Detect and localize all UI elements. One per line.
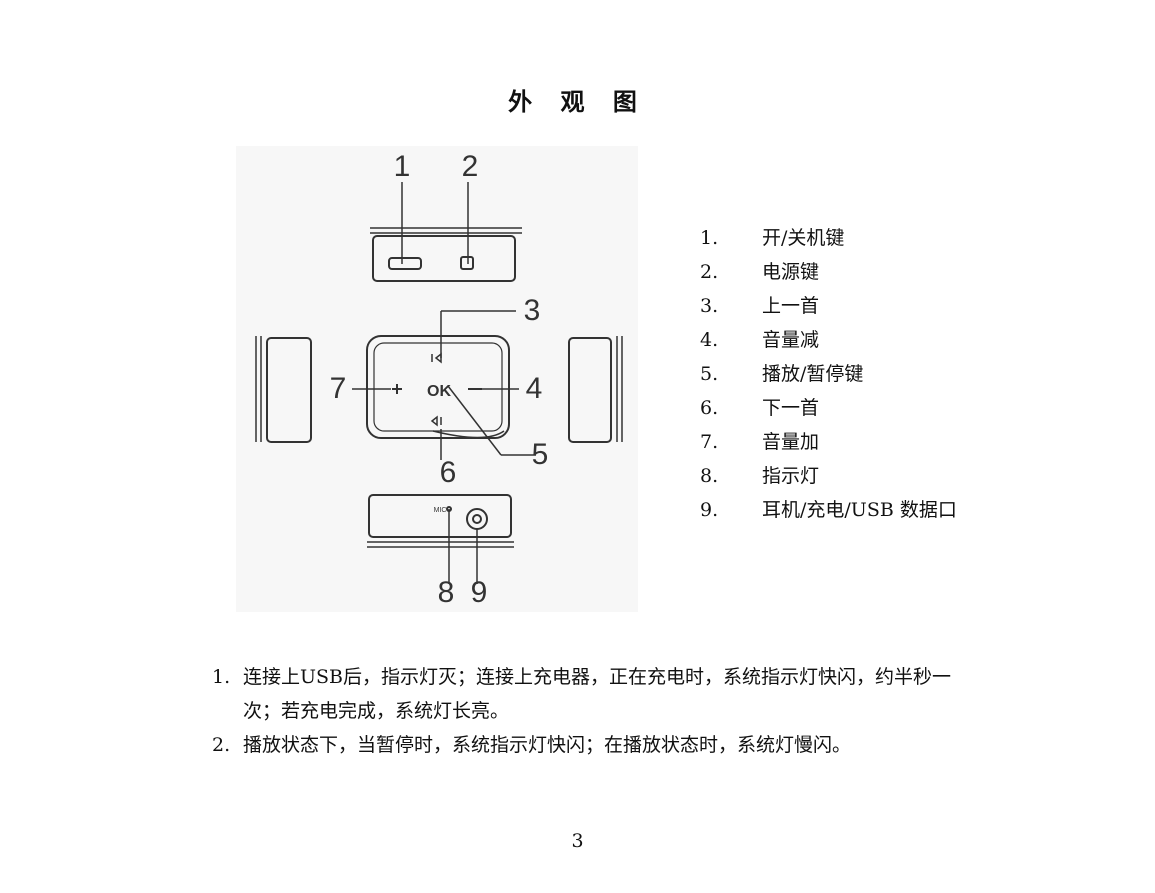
device-bottom-view	[367, 494, 514, 548]
legend-item: 8. 指示灯	[700, 459, 960, 493]
previous-track-icon	[431, 352, 442, 364]
callout-8: 8	[438, 576, 455, 609]
legend-text: 上一首	[762, 295, 820, 317]
legend-number: 7.	[700, 431, 719, 453]
callout-4: 4	[526, 372, 543, 405]
callout-5: 5	[532, 438, 549, 471]
page-number: 3	[571, 830, 584, 852]
callout-2: 2	[462, 150, 479, 183]
legend-text: 指示灯	[762, 465, 820, 487]
legend-item: 4. 音量减	[700, 323, 960, 357]
legend-text: 耳机/充电/USB 数据口	[762, 499, 957, 521]
note-text: 播放状态下，当暂停时，系统指示灯快闪；在播放状态时，系统灯慢闪。	[243, 734, 852, 756]
legend-item: 6. 下一首	[700, 391, 960, 425]
device-diagram: 1 2 3 4 5 6 7 8 9 OK MIC	[255, 150, 623, 609]
note-item: 1. 连接上USB后，指示灯灭；连接上充电器，正在充电时，系统指示灯快闪，约半秒一…	[212, 660, 952, 728]
device-appearance-figure: 1 2 3 4 5 6 7 8 9 OK MIC	[236, 146, 638, 612]
note-number: 2.	[212, 734, 231, 756]
device-left-view	[255, 336, 312, 443]
legend-item: 2. 电源键	[700, 255, 960, 289]
power-switch-shape	[388, 257, 422, 270]
legend-number: 8.	[700, 465, 719, 487]
legend-number: 9.	[700, 499, 719, 521]
legend-item: 5. 播放/暂停键	[700, 357, 960, 391]
usage-notes: 1. 连接上USB后，指示灯灭；连接上充电器，正在充电时，系统指示灯快闪，约半秒一…	[212, 660, 952, 762]
legend-number: 1.	[700, 227, 719, 249]
legend-text: 音量加	[762, 431, 820, 453]
legend-text: 下一首	[762, 397, 820, 419]
legend-number: 6.	[700, 397, 719, 419]
parts-legend: 1. 开/关机键 2. 电源键 3. 上一首 4. 音量减 5. 播放/暂停键 6. 下一首…	[700, 221, 960, 527]
note-text: 连接上USB后，指示灯灭；连接上充电器，正在充电时，系统指示灯快闪，约半秒一次；…	[243, 666, 951, 722]
headphone-port-shape	[466, 508, 488, 530]
ok-label: OK	[427, 383, 451, 400]
callout-9: 9	[471, 576, 488, 609]
callout-3: 3	[524, 294, 541, 327]
callout-7: 7	[330, 372, 347, 405]
legend-text: 播放/暂停键	[762, 363, 864, 385]
legend-number: 2.	[700, 261, 719, 283]
next-track-icon	[430, 415, 442, 427]
legend-text: 电源键	[762, 261, 820, 283]
device-right-view	[568, 336, 623, 443]
callout-1: 1	[394, 150, 411, 183]
legend-item: 9. 耳机/充电/USB 数据口	[700, 493, 960, 527]
legend-text: 开/关机键	[762, 227, 845, 249]
device-front-view	[366, 335, 510, 439]
legend-text: 音量减	[762, 329, 820, 351]
legend-item: 7. 音量加	[700, 425, 960, 459]
legend-item: 3. 上一首	[700, 289, 960, 323]
legend-item: 1. 开/关机键	[700, 221, 960, 255]
mic-label: MIC	[434, 507, 447, 514]
note-number: 1.	[212, 666, 231, 688]
legend-number: 3.	[700, 295, 719, 317]
callout-6: 6	[440, 456, 457, 489]
legend-number: 4.	[700, 329, 719, 351]
power-button-shape	[460, 256, 474, 270]
device-top-view	[370, 182, 522, 282]
page-title: 外 观 图	[508, 87, 647, 116]
note-item: 2. 播放状态下，当暂停时，系统指示灯快闪；在播放状态时，系统灯慢闪。	[212, 728, 952, 762]
legend-number: 5.	[700, 363, 719, 385]
